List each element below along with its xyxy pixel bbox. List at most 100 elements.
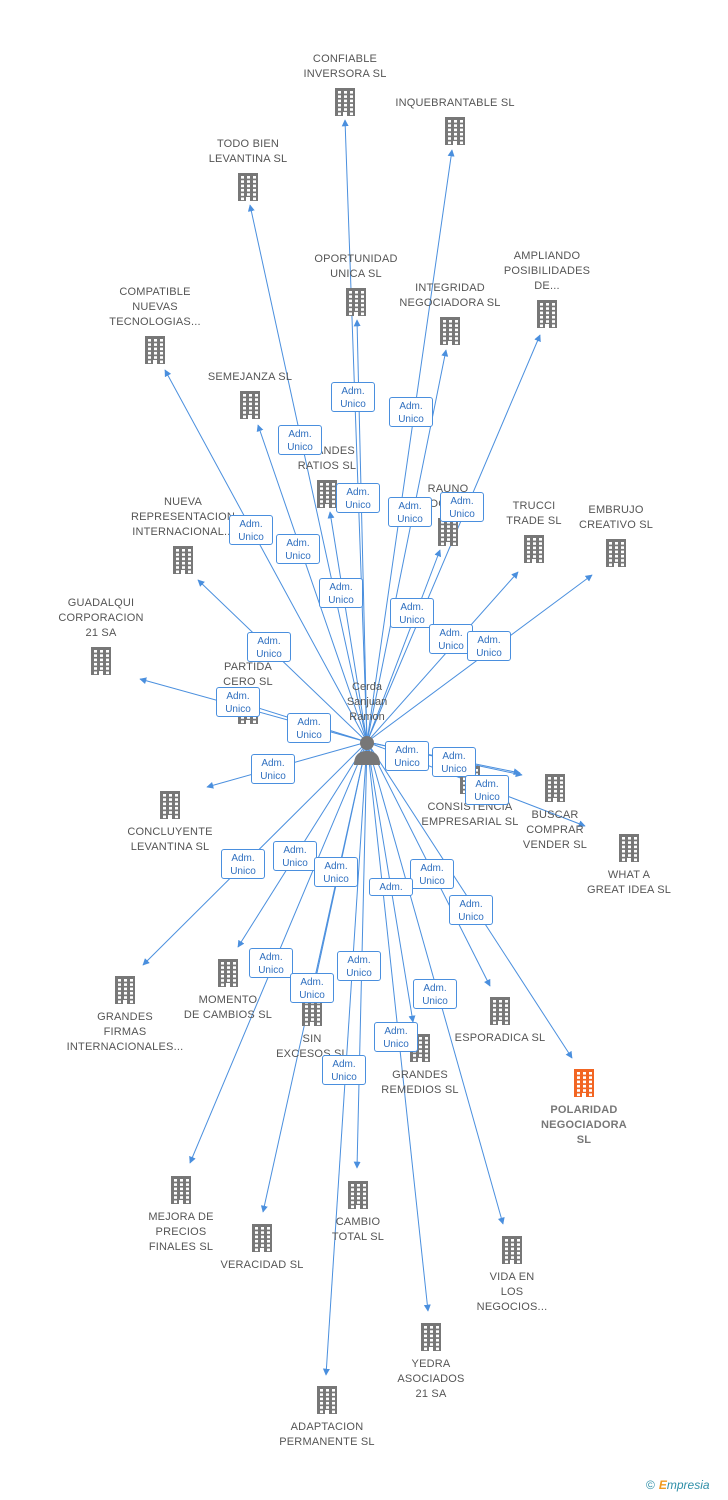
building-icon[interactable] [315, 1384, 339, 1416]
building-icon[interactable] [236, 171, 260, 203]
role-badge[interactable]: Adm.Unico [249, 948, 293, 978]
role-badge[interactable]: Adm.Unico [322, 1055, 366, 1085]
role-badge[interactable]: Adm.Unico [216, 687, 260, 717]
role-badge[interactable]: Adm.Unico [290, 973, 334, 1003]
role-badge[interactable]: Adm.Unico [314, 857, 358, 887]
building-icon[interactable] [572, 1067, 596, 1099]
role-badge[interactable]: Adm.Unico [374, 1022, 418, 1052]
building-icon[interactable] [315, 478, 339, 510]
center-person-label[interactable]: Cerda Sanjuan Ramon [322, 680, 412, 725]
role-badge[interactable]: Adm.Unico [440, 492, 484, 522]
node-label-esporadica[interactable]: ESPORADICA SL [435, 1031, 565, 1046]
building-icon[interactable] [250, 1222, 274, 1254]
role-badge[interactable]: Adm.Unico [413, 979, 457, 1009]
building-icon[interactable] [500, 1234, 524, 1266]
building-icon[interactable] [216, 957, 240, 989]
role-badge-text: Unico [328, 595, 354, 606]
role-badge[interactable]: Adm.Unico [389, 397, 433, 427]
role-badge[interactable]: Adm.Unico [331, 382, 375, 412]
role-badge[interactable]: Adm.Unico [251, 754, 295, 784]
role-badge-text: Adm. [226, 691, 250, 702]
building-icon[interactable] [438, 315, 462, 347]
building-icon[interactable] [333, 86, 357, 118]
role-badge[interactable]: Adm.Unico [337, 951, 381, 981]
node-label-inquebrantable[interactable]: INQUEBRANTABLE SL [390, 96, 520, 111]
role-badge[interactable]: Adm.Unico [385, 741, 429, 771]
edge-rauno [366, 549, 442, 743]
building-icon[interactable] [169, 1174, 193, 1206]
role-badge[interactable]: Adm.Unico [278, 425, 322, 455]
person-icon[interactable] [352, 734, 382, 766]
role-badge[interactable]: Adm.Unico [432, 747, 476, 777]
edge-trucci [366, 571, 519, 743]
building-icon[interactable] [300, 996, 324, 1028]
role-badge-text: Adm. [399, 401, 423, 412]
empresia-brand[interactable]: ©Empresia [646, 1478, 710, 1492]
building-icon[interactable] [143, 334, 167, 366]
role-badge[interactable]: Adm.Unico [467, 631, 511, 661]
role-badge[interactable]: Adm.Unico [229, 515, 273, 545]
role-badge[interactable]: Adm.Unico [388, 497, 432, 527]
building-icon[interactable] [488, 995, 512, 1027]
role-badge[interactable]: Adm.Unico [319, 578, 363, 608]
role-badge[interactable]: Adm.Unico [336, 483, 380, 513]
role-badge[interactable]: Adm.Unico [221, 849, 265, 879]
role-badge[interactable]: Adm.Unico [247, 632, 291, 662]
building-icon[interactable] [419, 1321, 443, 1353]
building-icon[interactable] [158, 789, 182, 821]
role-badge[interactable]: Adm.Unico [449, 895, 493, 925]
building-icon[interactable] [522, 533, 546, 565]
node-label-veracidad[interactable]: VERACIDAD SL [197, 1258, 327, 1273]
building-icon[interactable] [543, 772, 567, 804]
node-label-line: DE... [534, 280, 560, 292]
role-badge[interactable]: Adm.Unico [465, 775, 509, 805]
role-badge[interactable]: Adm.Unico [390, 598, 434, 628]
building-icon[interactable] [238, 389, 262, 421]
building-icon[interactable] [344, 286, 368, 318]
role-badge[interactable]: Adm.Unico [429, 624, 473, 654]
node-label-line: CREATIVO SL [578, 519, 654, 531]
building-icon[interactable] [617, 832, 641, 864]
building-icon[interactable] [443, 115, 467, 147]
role-badge[interactable]: Adm.Unico [276, 534, 320, 564]
role-badge[interactable]: Adm. [369, 878, 413, 896]
node-label-line: NUEVA [163, 496, 203, 508]
node-label-semejanza[interactable]: SEMEJANZA SL [185, 370, 315, 385]
role-badge[interactable]: Adm.Unico [273, 841, 317, 871]
building-icon[interactable] [89, 645, 113, 677]
building-icon[interactable] [113, 974, 137, 1006]
node-label-line: SEMEJANZA SL [207, 371, 293, 383]
role-badge-text: Unico [331, 1072, 357, 1083]
building-icon[interactable] [436, 516, 460, 548]
building-icon[interactable] [604, 537, 628, 569]
role-badge[interactable]: Adm.Unico [287, 713, 331, 743]
building-icon[interactable] [535, 298, 559, 330]
node-label-line: TOTAL SL [331, 1231, 385, 1243]
role-badge[interactable]: Adm.Unico [410, 859, 454, 889]
building-icon[interactable] [346, 1179, 370, 1211]
building-icon[interactable] [171, 544, 195, 576]
